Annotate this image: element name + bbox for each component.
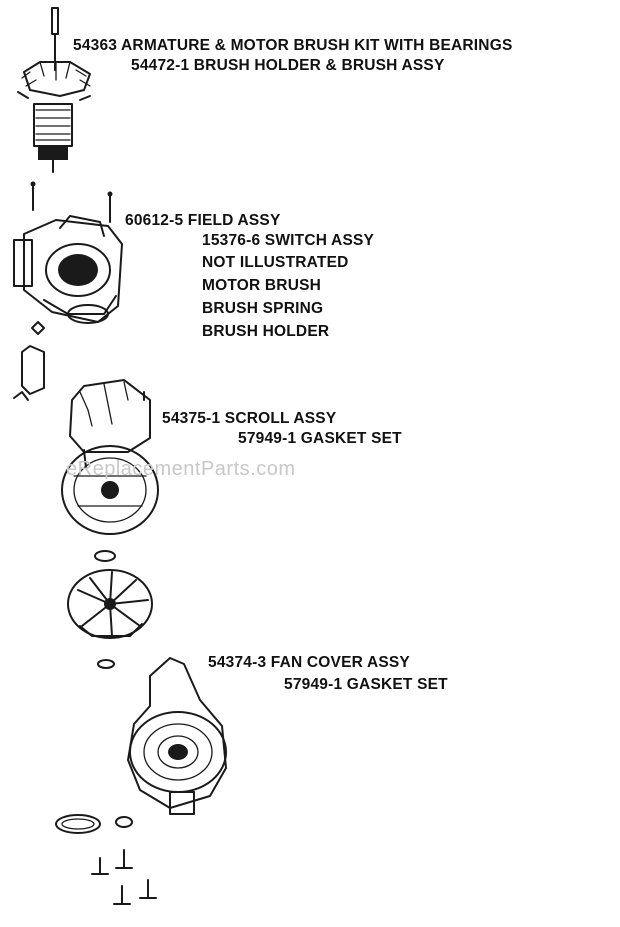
scroll-assy-part bbox=[61, 379, 159, 535]
label-fan-cover-assy: 54374-3 FAN COVER ASSY bbox=[208, 654, 410, 671]
watermark-text: eReplacementParts.com bbox=[66, 458, 296, 480]
label-brush-holder: BRUSH HOLDER bbox=[202, 323, 330, 340]
label-brush-spring: BRUSH SPRING bbox=[202, 300, 324, 317]
label-scroll-assy: 54375-1 SCROLL ASSY bbox=[162, 410, 337, 427]
field-assy-part bbox=[13, 181, 123, 324]
screw-parts bbox=[91, 849, 157, 905]
label-not-illustrated: NOT ILLUSTRATED bbox=[202, 254, 349, 271]
armature-part bbox=[17, 7, 91, 173]
fan-cover-part bbox=[127, 657, 227, 815]
label-scroll-gasket-set: 57949-1 GASKET SET bbox=[238, 430, 402, 447]
label-field-assy: 60612-5 FIELD ASSY bbox=[125, 212, 281, 229]
label-fan-cover-gasket-set: 57949-1 GASKET SET bbox=[284, 676, 448, 693]
label-brush-holder-assy: 54472-1 BRUSH HOLDER & BRUSH ASSY bbox=[131, 57, 445, 74]
label-armature-kit: 54363 ARMATURE & MOTOR BRUSH KIT WITH BE… bbox=[73, 37, 513, 54]
fan-part bbox=[67, 569, 153, 639]
label-switch-assy: 15376-6 SWITCH ASSY bbox=[202, 232, 375, 249]
fan-washer-part bbox=[97, 659, 115, 669]
gasket-parts bbox=[55, 814, 133, 834]
brush-parts bbox=[13, 321, 45, 401]
washer-part bbox=[94, 550, 116, 562]
label-motor-brush: MOTOR BRUSH bbox=[202, 277, 322, 294]
